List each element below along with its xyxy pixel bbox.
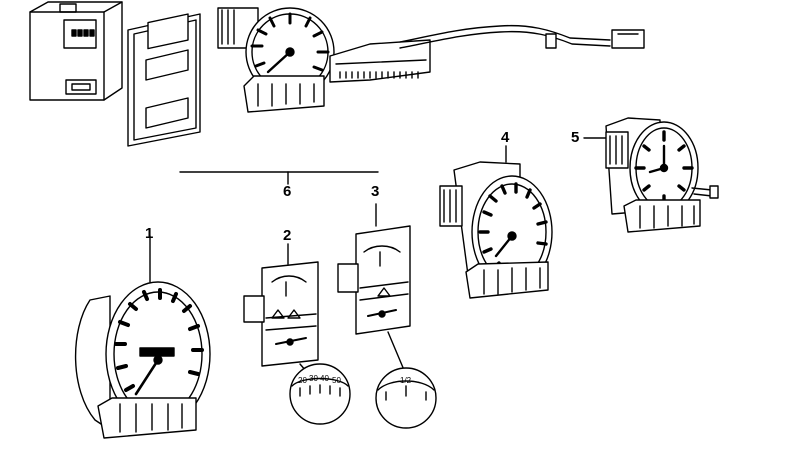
callout-fuel-gauge: 3 <box>371 183 380 200</box>
fuel-scale-label: 1/2 <box>400 376 412 385</box>
temp-scale-label: 40 <box>320 374 329 383</box>
speedometer <box>74 235 211 439</box>
temperature-gauge: 20 30 40 50 <box>243 243 351 425</box>
display-cover-plate <box>127 13 201 147</box>
wiring-harness <box>329 24 645 83</box>
fuel-gauge: 1/2 <box>337 203 437 429</box>
callout-speedometer: 1 <box>145 225 154 242</box>
temp-scale-label: 50 <box>332 376 341 385</box>
callout-clock: 5 <box>571 129 580 146</box>
temp-scale-label: 30 <box>309 374 318 383</box>
callout-tachometer: 4 <box>501 129 510 146</box>
callout-gauge-group: 6 <box>283 183 292 200</box>
clock <box>583 117 719 233</box>
top-gauge-assembly <box>217 7 335 113</box>
callout-temp-gauge: 2 <box>283 227 292 244</box>
control-module <box>29 1 123 101</box>
temp-scale-label: 20 <box>298 376 307 385</box>
tachometer <box>439 145 553 299</box>
